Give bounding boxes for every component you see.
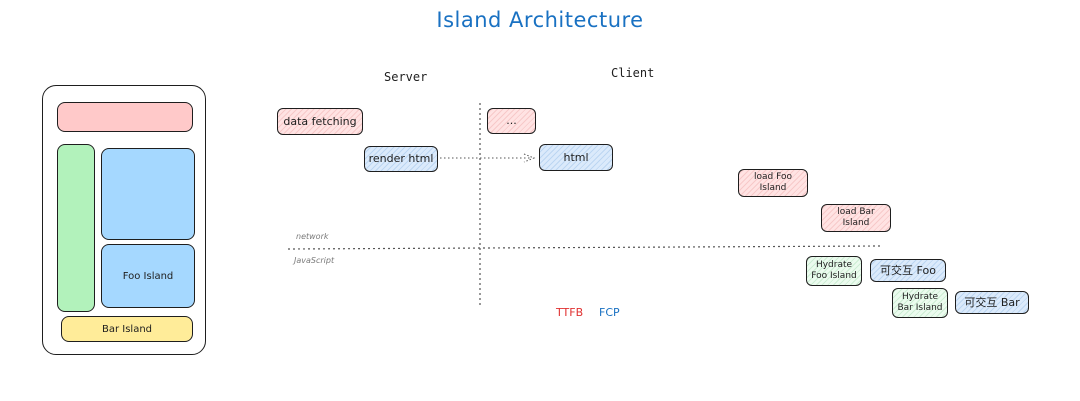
load-bar-island-step: load Bar Island	[821, 204, 891, 232]
mockup-header-block	[57, 102, 193, 132]
load-foo-island-step: load Foo Island	[738, 169, 808, 197]
data-fetching-step: data fetching	[277, 108, 363, 135]
render-html-step: render html	[364, 146, 438, 172]
page-mockup: Foo Island Bar Island	[42, 85, 206, 355]
network-divider	[287, 245, 881, 250]
ellipsis-step: ...	[487, 108, 536, 134]
client-column-header: Client	[611, 66, 655, 80]
arrow-head	[523, 153, 536, 163]
ttfb-label: TTFB	[556, 306, 584, 319]
html-step: html	[539, 144, 613, 171]
interactive-foo-step: 可交互 Foo	[870, 259, 946, 282]
fcp-label: FCP	[599, 306, 620, 319]
bar-island-label: Bar Island	[101, 323, 153, 335]
diagram-title: Island Architecture	[436, 8, 644, 32]
mockup-sidebar-block	[57, 144, 95, 312]
network-lane-label: network	[296, 232, 329, 241]
server-column-header: Server	[384, 70, 428, 84]
mockup-content-block	[101, 148, 195, 240]
javascript-lane-label: JavaScript	[294, 256, 335, 265]
hydrate-bar-island-step: Hydrate Bar Island	[892, 288, 948, 318]
hydrate-foo-island-step: Hydrate Foo Island	[806, 256, 862, 286]
mockup-foo-island: Foo Island	[101, 244, 195, 308]
foo-island-label: Foo Island	[122, 270, 174, 282]
mockup-bar-island: Bar Island	[61, 316, 193, 342]
interactive-bar-step: 可交互 Bar	[955, 291, 1029, 314]
